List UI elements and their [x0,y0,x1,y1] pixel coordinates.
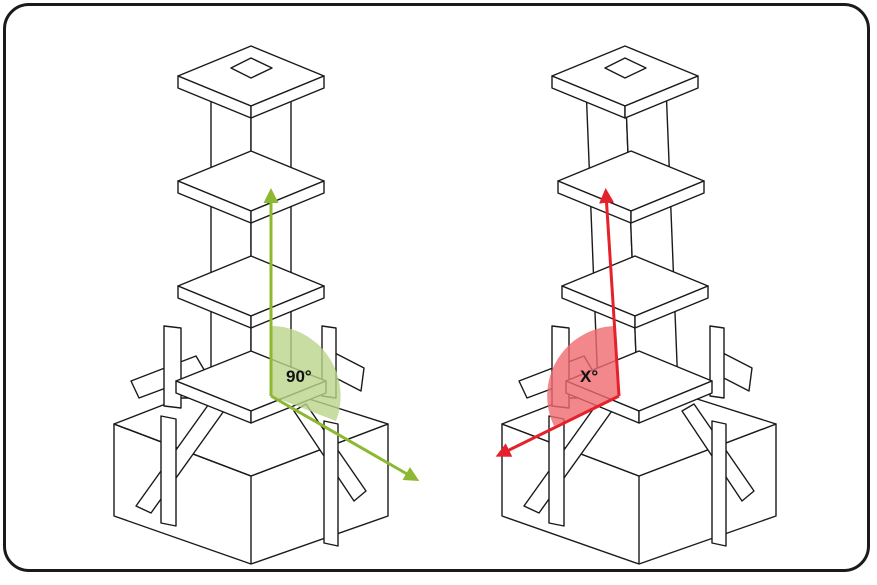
diagram-frame: 90° [3,3,870,572]
right-angle-wedge [271,326,341,421]
angle-wedge [547,326,619,426]
horizontal-axis-arrow [495,394,620,457]
diagram-canvas: 90° [113,45,777,565]
angle-label-90: 90° [286,367,312,386]
tilted-axis-arrow [599,188,621,397]
plumb-column-drawing: 90° [113,45,420,565]
leaning-column-drawing: X° [495,45,777,565]
angle-label-x: X° [580,367,598,386]
horizontal-axis-arrow [270,394,420,481]
